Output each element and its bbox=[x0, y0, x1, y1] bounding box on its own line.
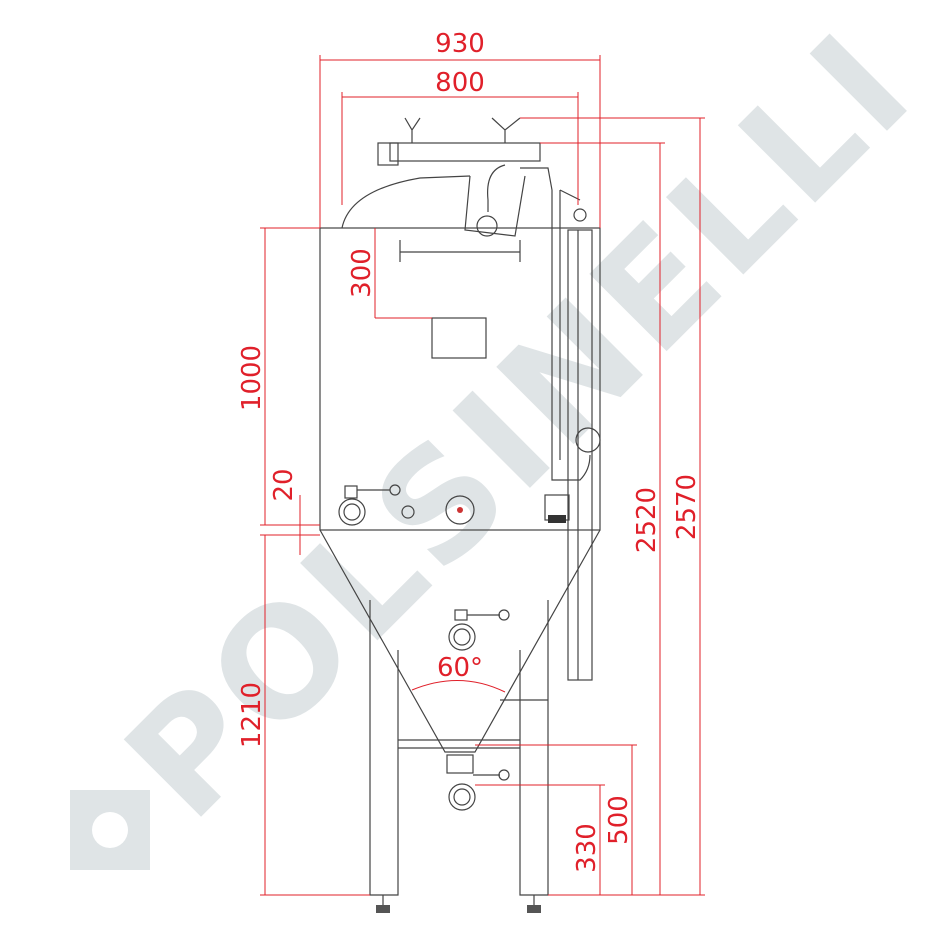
dim-500: 500 bbox=[604, 795, 634, 845]
dim-930: 930 bbox=[435, 29, 485, 59]
dim-330: 330 bbox=[572, 823, 602, 873]
dim-60-degree: 60° bbox=[437, 653, 483, 683]
dim-2520: 2520 bbox=[632, 487, 662, 553]
dim-800: 800 bbox=[435, 68, 485, 98]
dim-1000: 1000 bbox=[237, 345, 267, 411]
dim-2570: 2570 bbox=[672, 474, 702, 540]
dim-300: 300 bbox=[347, 248, 377, 298]
dimension-lines bbox=[260, 55, 705, 896]
dim-1210: 1210 bbox=[237, 682, 267, 748]
watermark-logo: POLSINELLI bbox=[70, 0, 940, 870]
dim-20: 20 bbox=[269, 468, 299, 501]
watermark-text: POLSINELLI bbox=[94, 0, 940, 852]
tank-body bbox=[319, 117, 601, 913]
